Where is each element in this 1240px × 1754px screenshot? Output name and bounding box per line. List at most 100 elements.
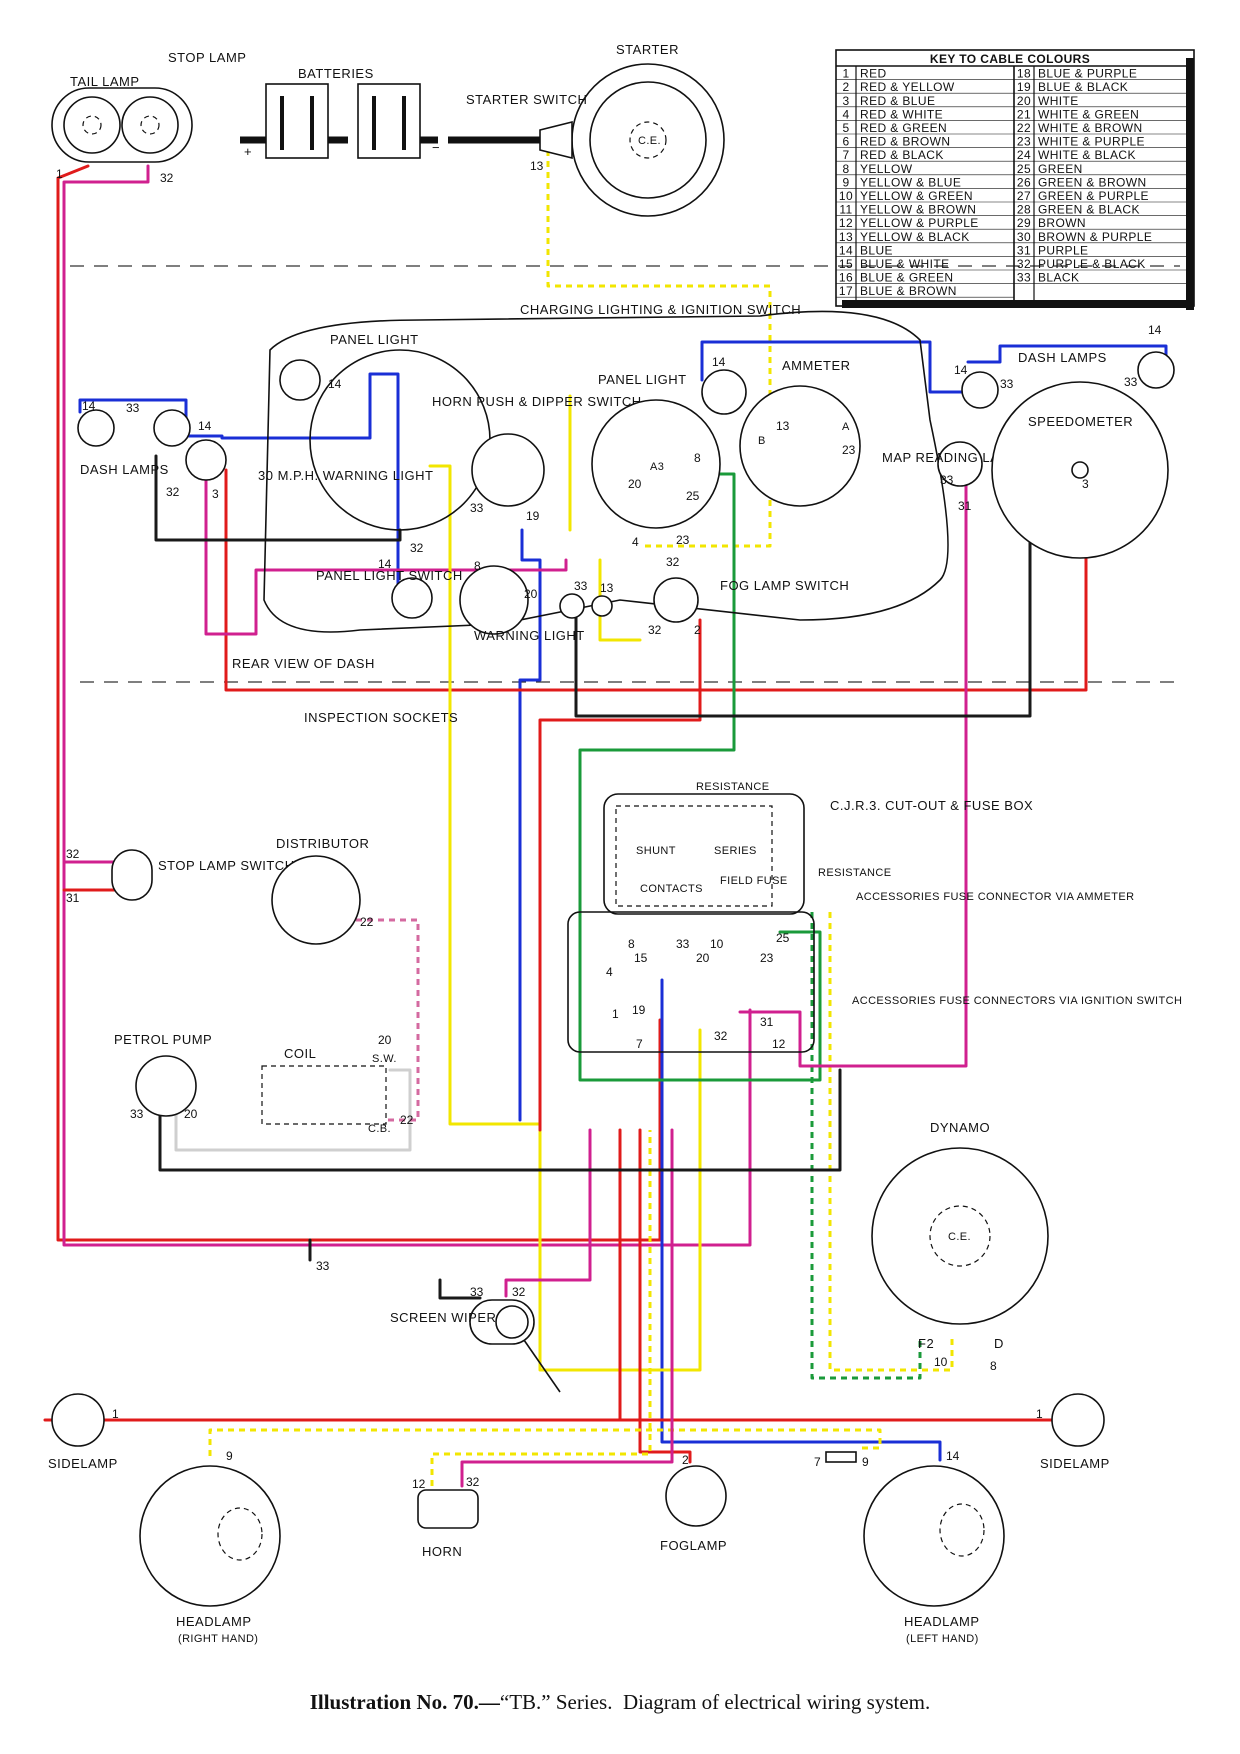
screen-wiper: SCREEN WIPER 33 32 — [390, 1285, 561, 1393]
key-number: 16 — [839, 271, 853, 285]
acc-ammeter-label: ACCESSORIES FUSE CONNECTOR VIA AMMETER — [856, 891, 1134, 903]
panel-light-centre: PANEL LIGHT 14 — [598, 355, 747, 415]
svg-text:33: 33 — [470, 1285, 484, 1299]
dash-lamps-left: 14 33 14 DASH LAMPS — [77, 399, 212, 477]
key-number: 25 — [1017, 162, 1031, 176]
svg-text:1: 1 — [112, 1407, 119, 1421]
map-reading-label: MAP READING LAMP — [882, 450, 1020, 465]
wire-blue-dash-r — [966, 344, 1168, 372]
key-number: 33 — [1017, 271, 1031, 285]
svg-text:13: 13 — [600, 581, 614, 595]
key-colour: WHITE & GREEN — [1038, 107, 1139, 121]
speedometer-label: SPEEDOMETER — [1028, 414, 1133, 429]
key-number: 24 — [1017, 148, 1031, 162]
wire-red-tail — [56, 164, 302, 1242]
svg-text:32: 32 — [666, 555, 680, 569]
wire-blue-amm — [700, 340, 970, 394]
svg-text:F2: F2 — [918, 1336, 934, 1351]
svg-text:9: 9 — [226, 1449, 233, 1463]
coil-cb-label: C.B. — [368, 1123, 391, 1135]
svg-text:31: 31 — [760, 1015, 774, 1029]
key-number: 23 — [1017, 135, 1031, 149]
coil-sw-label: S.W. — [372, 1053, 397, 1065]
ammeter: AMMETER B 13 A 23 — [739, 358, 861, 507]
headlamp-right-hand: HEADLAMP (RIGHT HAND) 9 — [139, 1449, 281, 1645]
key-number: 9 — [842, 175, 849, 189]
svg-text:32: 32 — [648, 623, 662, 637]
key-colour: YELLOW & GREEN — [860, 189, 973, 203]
key-number: 7 — [842, 148, 849, 162]
dynamo-label: DYNAMO — [930, 1120, 990, 1135]
key-number: 32 — [1017, 257, 1031, 271]
key-colour: BLACK — [1038, 271, 1079, 285]
wire-white-pump — [174, 1068, 412, 1152]
svg-text:25: 25 — [686, 489, 700, 503]
svg-text:32: 32 — [166, 485, 180, 499]
panel-light-left: PANEL LIGHT 14 — [279, 332, 491, 531]
svg-text:CONTACTS: CONTACTS — [640, 883, 703, 895]
key-number: 14 — [839, 243, 853, 257]
resistance-top-label: RESISTANCE — [696, 781, 769, 793]
wire-yellow-head-r — [208, 1428, 882, 1456]
wire-black-pump — [158, 1068, 842, 1172]
warning-30mph: 32 3 30 M.P.H. WARNING LIGHT — [166, 439, 433, 501]
dash-outline — [263, 310, 949, 633]
wire-green — [578, 472, 822, 1082]
wire-blue-dash-l — [78, 398, 188, 426]
dynamo: DYNAMO C.E. F2 D 10 8 — [871, 1120, 1049, 1373]
wire-yellow-horn — [430, 1130, 652, 1486]
line-fuse: 7 9 — [814, 1451, 869, 1469]
key-colour: YELLOW & BLACK — [860, 230, 970, 244]
wire-purple-wiper — [504, 1128, 592, 1298]
svg-text:20: 20 — [696, 951, 710, 965]
headlamp-left-hand: HEADLAMP (LEFT HAND) 14 — [863, 1449, 1005, 1645]
svg-text:C.E.: C.E. — [948, 1231, 971, 1243]
key-title: KEY TO CABLE COLOURS — [930, 52, 1090, 66]
horn-push-dipper: HORN PUSH & DIPPER SWITCH 33 19 — [432, 394, 641, 523]
batteries: BATTERIES + − — [244, 66, 440, 159]
warning-light: WARNING LIGHT 8 20 — [459, 559, 585, 643]
wire-green-dynamo — [810, 912, 922, 1380]
svg-text:14: 14 — [328, 377, 342, 391]
panel-light-label: PANEL LIGHT — [330, 332, 419, 347]
speedometer: SPEEDOMETER 3 — [991, 381, 1169, 559]
key-colour: GREEN & BROWN — [1038, 175, 1147, 189]
warning-30mph-label: 30 M.P.H. WARNING LIGHT — [258, 468, 433, 483]
svg-text:14: 14 — [946, 1449, 960, 1463]
sidelamp-right: SIDELAMP 1 — [1036, 1393, 1109, 1471]
key-colour: YELLOW & BLUE — [860, 175, 961, 189]
horn: HORN 12 32 — [412, 1475, 480, 1559]
wire-red-fog — [538, 618, 702, 1132]
key-colour: BROWN — [1038, 216, 1086, 230]
key-colour: WHITE & PURPLE — [1038, 135, 1145, 149]
svg-text:10: 10 — [934, 1355, 948, 1369]
key-colour: WHITE & BROWN — [1038, 121, 1143, 135]
svg-text:20: 20 — [524, 587, 538, 601]
key-colour: RED & BLACK — [860, 148, 944, 162]
svg-text:14: 14 — [82, 399, 96, 413]
svg-text:20: 20 — [628, 477, 642, 491]
svg-text:14: 14 — [954, 363, 968, 377]
wire-yellow-starter — [546, 150, 772, 548]
cjr3-label: C.J.R.3. CUT-OUT & FUSE BOX — [830, 798, 1033, 813]
svg-text:7: 7 — [814, 1455, 821, 1469]
key-colour: BLUE & PURPLE — [1038, 67, 1137, 81]
key-colour: RED & GREEN — [860, 121, 947, 135]
key-colour: BLUE & BLACK — [1038, 80, 1128, 94]
svg-text:32: 32 — [466, 1475, 480, 1489]
dash-lamps-right-label: DASH LAMPS — [1018, 350, 1107, 365]
petrol-pump-label: PETROL PUMP — [114, 1032, 212, 1047]
svg-text:33: 33 — [126, 401, 140, 415]
key-colour: YELLOW & PURPLE — [860, 216, 979, 230]
svg-text:33: 33 — [1000, 377, 1014, 391]
dash-lamps-right: DASH LAMPS 14 33 14 33 — [954, 323, 1175, 409]
svg-text:FIELD FUSE: FIELD FUSE — [720, 875, 788, 887]
key-number: 1 — [842, 67, 849, 81]
key-colour: GREEN & BLACK — [1038, 203, 1140, 217]
svg-text:2: 2 — [694, 623, 701, 637]
svg-text:4: 4 — [632, 535, 639, 549]
warning-light-label: WARNING LIGHT — [474, 628, 585, 643]
sidelamp-left: SIDELAMP 1 — [48, 1393, 119, 1471]
distributor-label: DISTRIBUTOR — [276, 836, 369, 851]
